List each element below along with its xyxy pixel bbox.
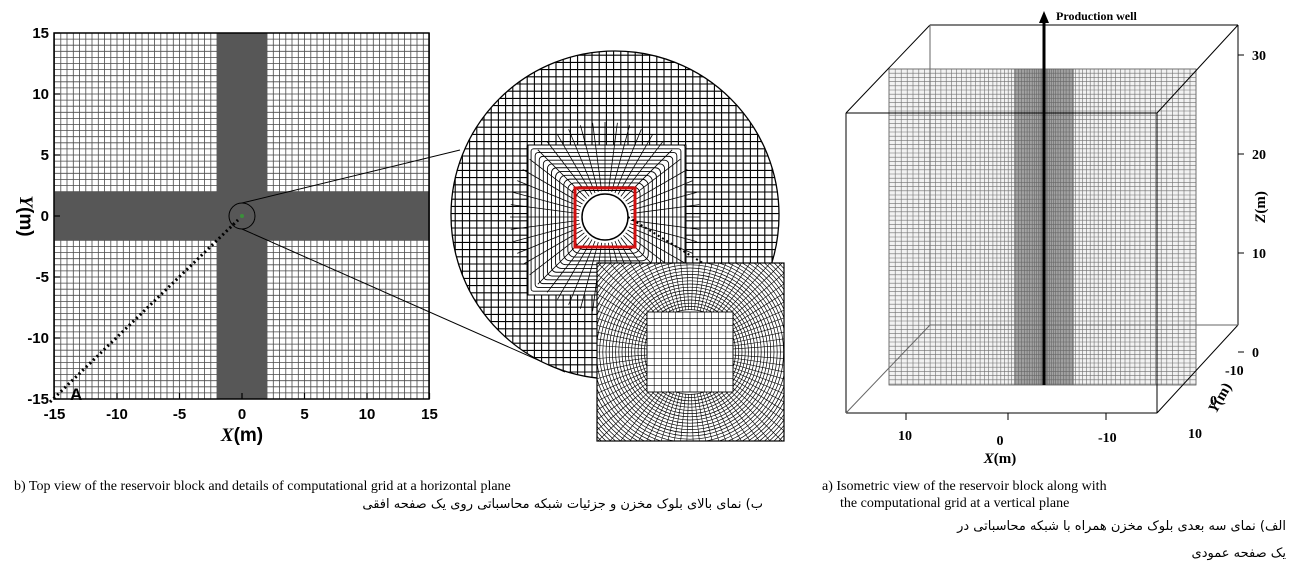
- isometric-ticks: [905, 54, 1244, 420]
- top-view-x-tick-label: 10: [359, 406, 376, 423]
- z-tick-label: 10: [1252, 247, 1266, 262]
- top-view-x-tick-label: 15: [421, 406, 438, 423]
- top-view-y-title: Y(m): [15, 195, 36, 236]
- top-view-y-tick-label: -10: [27, 330, 49, 347]
- top-view-x-tick-label: -15: [44, 406, 66, 423]
- well-arrowhead-icon: [1039, 11, 1049, 23]
- inset-radial-line: [627, 216, 707, 266]
- caption-a-en-line1: a) Isometric view of the reservoir block…: [822, 479, 1107, 494]
- z-tick-label: 0: [1252, 346, 1259, 361]
- top-view-x-tick-label: -5: [173, 406, 186, 423]
- y-tick-label: 0: [1210, 394, 1217, 409]
- detail-inset: [596, 262, 785, 442]
- top-view-y-tick-label: 10: [32, 86, 49, 103]
- top-view-tick-labels: -15 -10 -5 0 5 10 15 15 10 5 0 -5 -10 -15: [27, 25, 438, 423]
- y-tick-label: -10: [1225, 364, 1244, 379]
- caption-a-en-line2: the computational grid at a vertical pla…: [840, 496, 1070, 511]
- z-tick-label: 30: [1252, 49, 1266, 64]
- top-view-grid: [54, 32, 430, 400]
- z-axis-title: Z(m): [1253, 191, 1269, 224]
- top-view-x-tick-label: -10: [106, 406, 128, 423]
- top-view-plot: A: [48, 32, 566, 404]
- top-view-x-tick-label: 0: [238, 406, 246, 423]
- radial-line: [48, 218, 240, 404]
- x-tick-label: 0: [997, 434, 1004, 449]
- top-view-y-tick-label: -15: [27, 391, 49, 408]
- z-tick-label: 20: [1252, 148, 1266, 163]
- top-view-y-tick-label: 5: [41, 147, 49, 164]
- top-view-y-tick-label: -5: [36, 269, 49, 286]
- zoom-connector-lower: [241, 228, 566, 373]
- top-view-x-title: X(m): [220, 425, 263, 446]
- x-tick-label: -10: [1098, 431, 1117, 446]
- block-box: [845, 24, 1239, 414]
- detail-grid: [597, 263, 784, 441]
- production-well-label: Production well: [1056, 9, 1137, 23]
- well-marker: [240, 214, 244, 218]
- caption-b-en: b) Top view of the reservoir block and d…: [14, 479, 511, 494]
- top-view-y-tick-label: 15: [32, 25, 49, 42]
- isometric-tick-labels: 30 20 10 0 -10 0 10 10 0 -10: [898, 49, 1266, 449]
- top-view-y-tick-label: 0: [41, 208, 49, 225]
- well-block-outline: [573, 186, 637, 249]
- caption-a-fa-line2: یک صفحه عمودی: [1191, 546, 1286, 561]
- zoom-connector-upper: [241, 149, 461, 204]
- x-axis-title: X(m): [983, 451, 1017, 467]
- wellbore-hole: [581, 193, 629, 241]
- caption-b-fa: ب) نمای بالای بلوک مخزن و جزئیات شبکه مح…: [362, 497, 763, 512]
- caption-a-fa-line1: الف) نمای سه بعدی بلوک مخزن همراه با شبک…: [957, 519, 1286, 534]
- point-a-label: A: [70, 385, 82, 404]
- x-tick-label: 10: [898, 429, 912, 444]
- isometric-plot: Production well 30 20 10 0 -10 0 10 10 0 -10 Z(m)…: [845, 9, 1269, 467]
- y-tick-label: 10: [1188, 427, 1202, 442]
- top-view-x-tick-label: 5: [300, 406, 308, 423]
